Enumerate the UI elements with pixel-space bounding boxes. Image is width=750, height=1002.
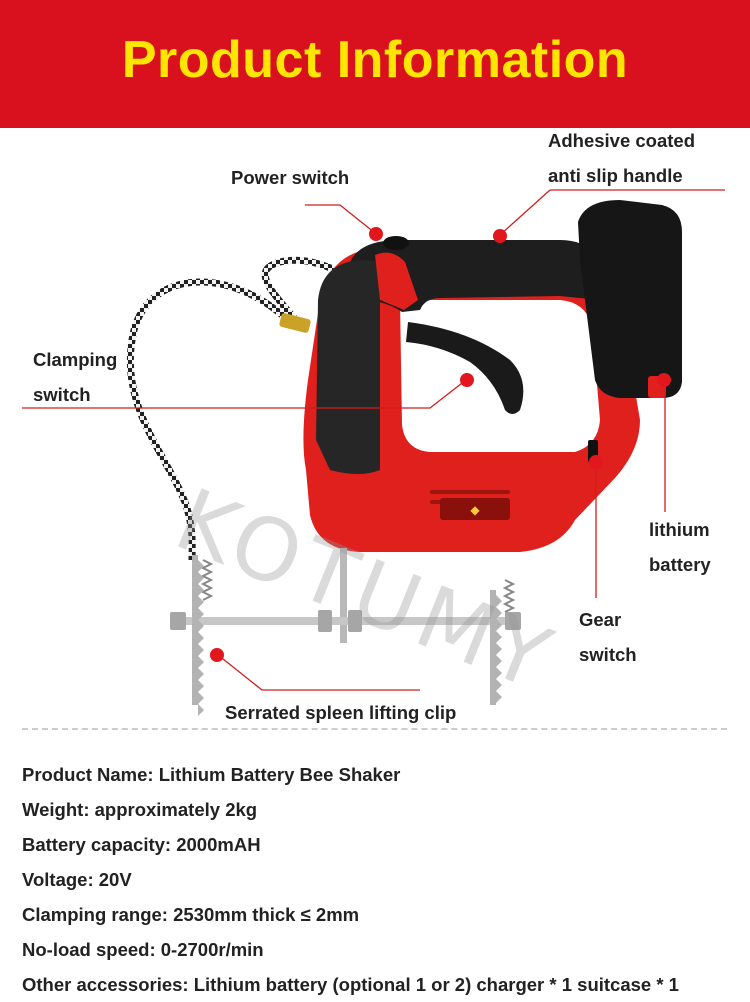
serrated-clip bbox=[490, 590, 502, 705]
support-rod bbox=[340, 548, 347, 643]
header-banner: Product Information bbox=[0, 0, 750, 128]
label-battery-line2: battery bbox=[649, 554, 711, 575]
spec-item: Battery capacity: 2000mAH bbox=[22, 834, 261, 855]
label-handle-line2: anti slip handle bbox=[548, 165, 683, 186]
braided-hose bbox=[126, 278, 293, 561]
rod-nut bbox=[348, 610, 362, 632]
label-serrated-clip: Serrated spleen lifting clip bbox=[225, 702, 457, 723]
spec-item: Clamping range: 2530mm thick ≤ 2mm bbox=[22, 904, 360, 925]
rod-nut bbox=[505, 612, 521, 630]
rod-nut bbox=[318, 610, 332, 632]
rear-grip bbox=[316, 260, 380, 474]
label-gear-line2: switch bbox=[579, 644, 637, 665]
grip-accent bbox=[375, 252, 418, 310]
label-clamping-line2: switch bbox=[33, 384, 91, 405]
spring bbox=[200, 559, 214, 601]
label-clamping-line1: Clamping bbox=[33, 349, 118, 370]
power-button bbox=[383, 236, 409, 250]
spec-item: Product Name: Lithium Battery Bee Shaker bbox=[22, 764, 401, 785]
label-battery-line1: lithium bbox=[649, 519, 710, 540]
spec-item: No-load speed: 0-2700r/min bbox=[22, 939, 264, 960]
tool-illustration: ◆ bbox=[22, 189, 725, 716]
battery-pack bbox=[578, 200, 682, 398]
product-image: ◆ KO bbox=[0, 128, 750, 730]
brand-text: ◆ bbox=[470, 503, 480, 517]
label-power-switch: Power switch bbox=[231, 167, 350, 188]
spec-item: Weight: approximately 2kg bbox=[22, 799, 258, 820]
spec-list: Product Name: Lithium Battery Bee Shaker… bbox=[22, 757, 679, 1002]
hose-fitting bbox=[279, 313, 311, 333]
spring bbox=[502, 579, 516, 613]
brand-plate bbox=[440, 498, 510, 520]
dashed-divider bbox=[22, 728, 727, 730]
clamping-lever bbox=[406, 322, 524, 414]
rod-nut bbox=[170, 612, 186, 630]
spec-item: Other accessories: Lithium battery (opti… bbox=[22, 974, 679, 995]
callout-dots bbox=[210, 227, 671, 662]
threaded-rod bbox=[175, 617, 520, 625]
label-gear-line1: Gear bbox=[579, 609, 622, 630]
page-title: Product Information bbox=[121, 31, 629, 89]
label-handle-line1: Adhesive coated bbox=[548, 130, 696, 151]
spec-item: Voltage: 20V bbox=[22, 869, 132, 890]
vent bbox=[430, 490, 510, 494]
serrated-clip bbox=[192, 555, 204, 716]
callout-lines bbox=[22, 189, 725, 691]
